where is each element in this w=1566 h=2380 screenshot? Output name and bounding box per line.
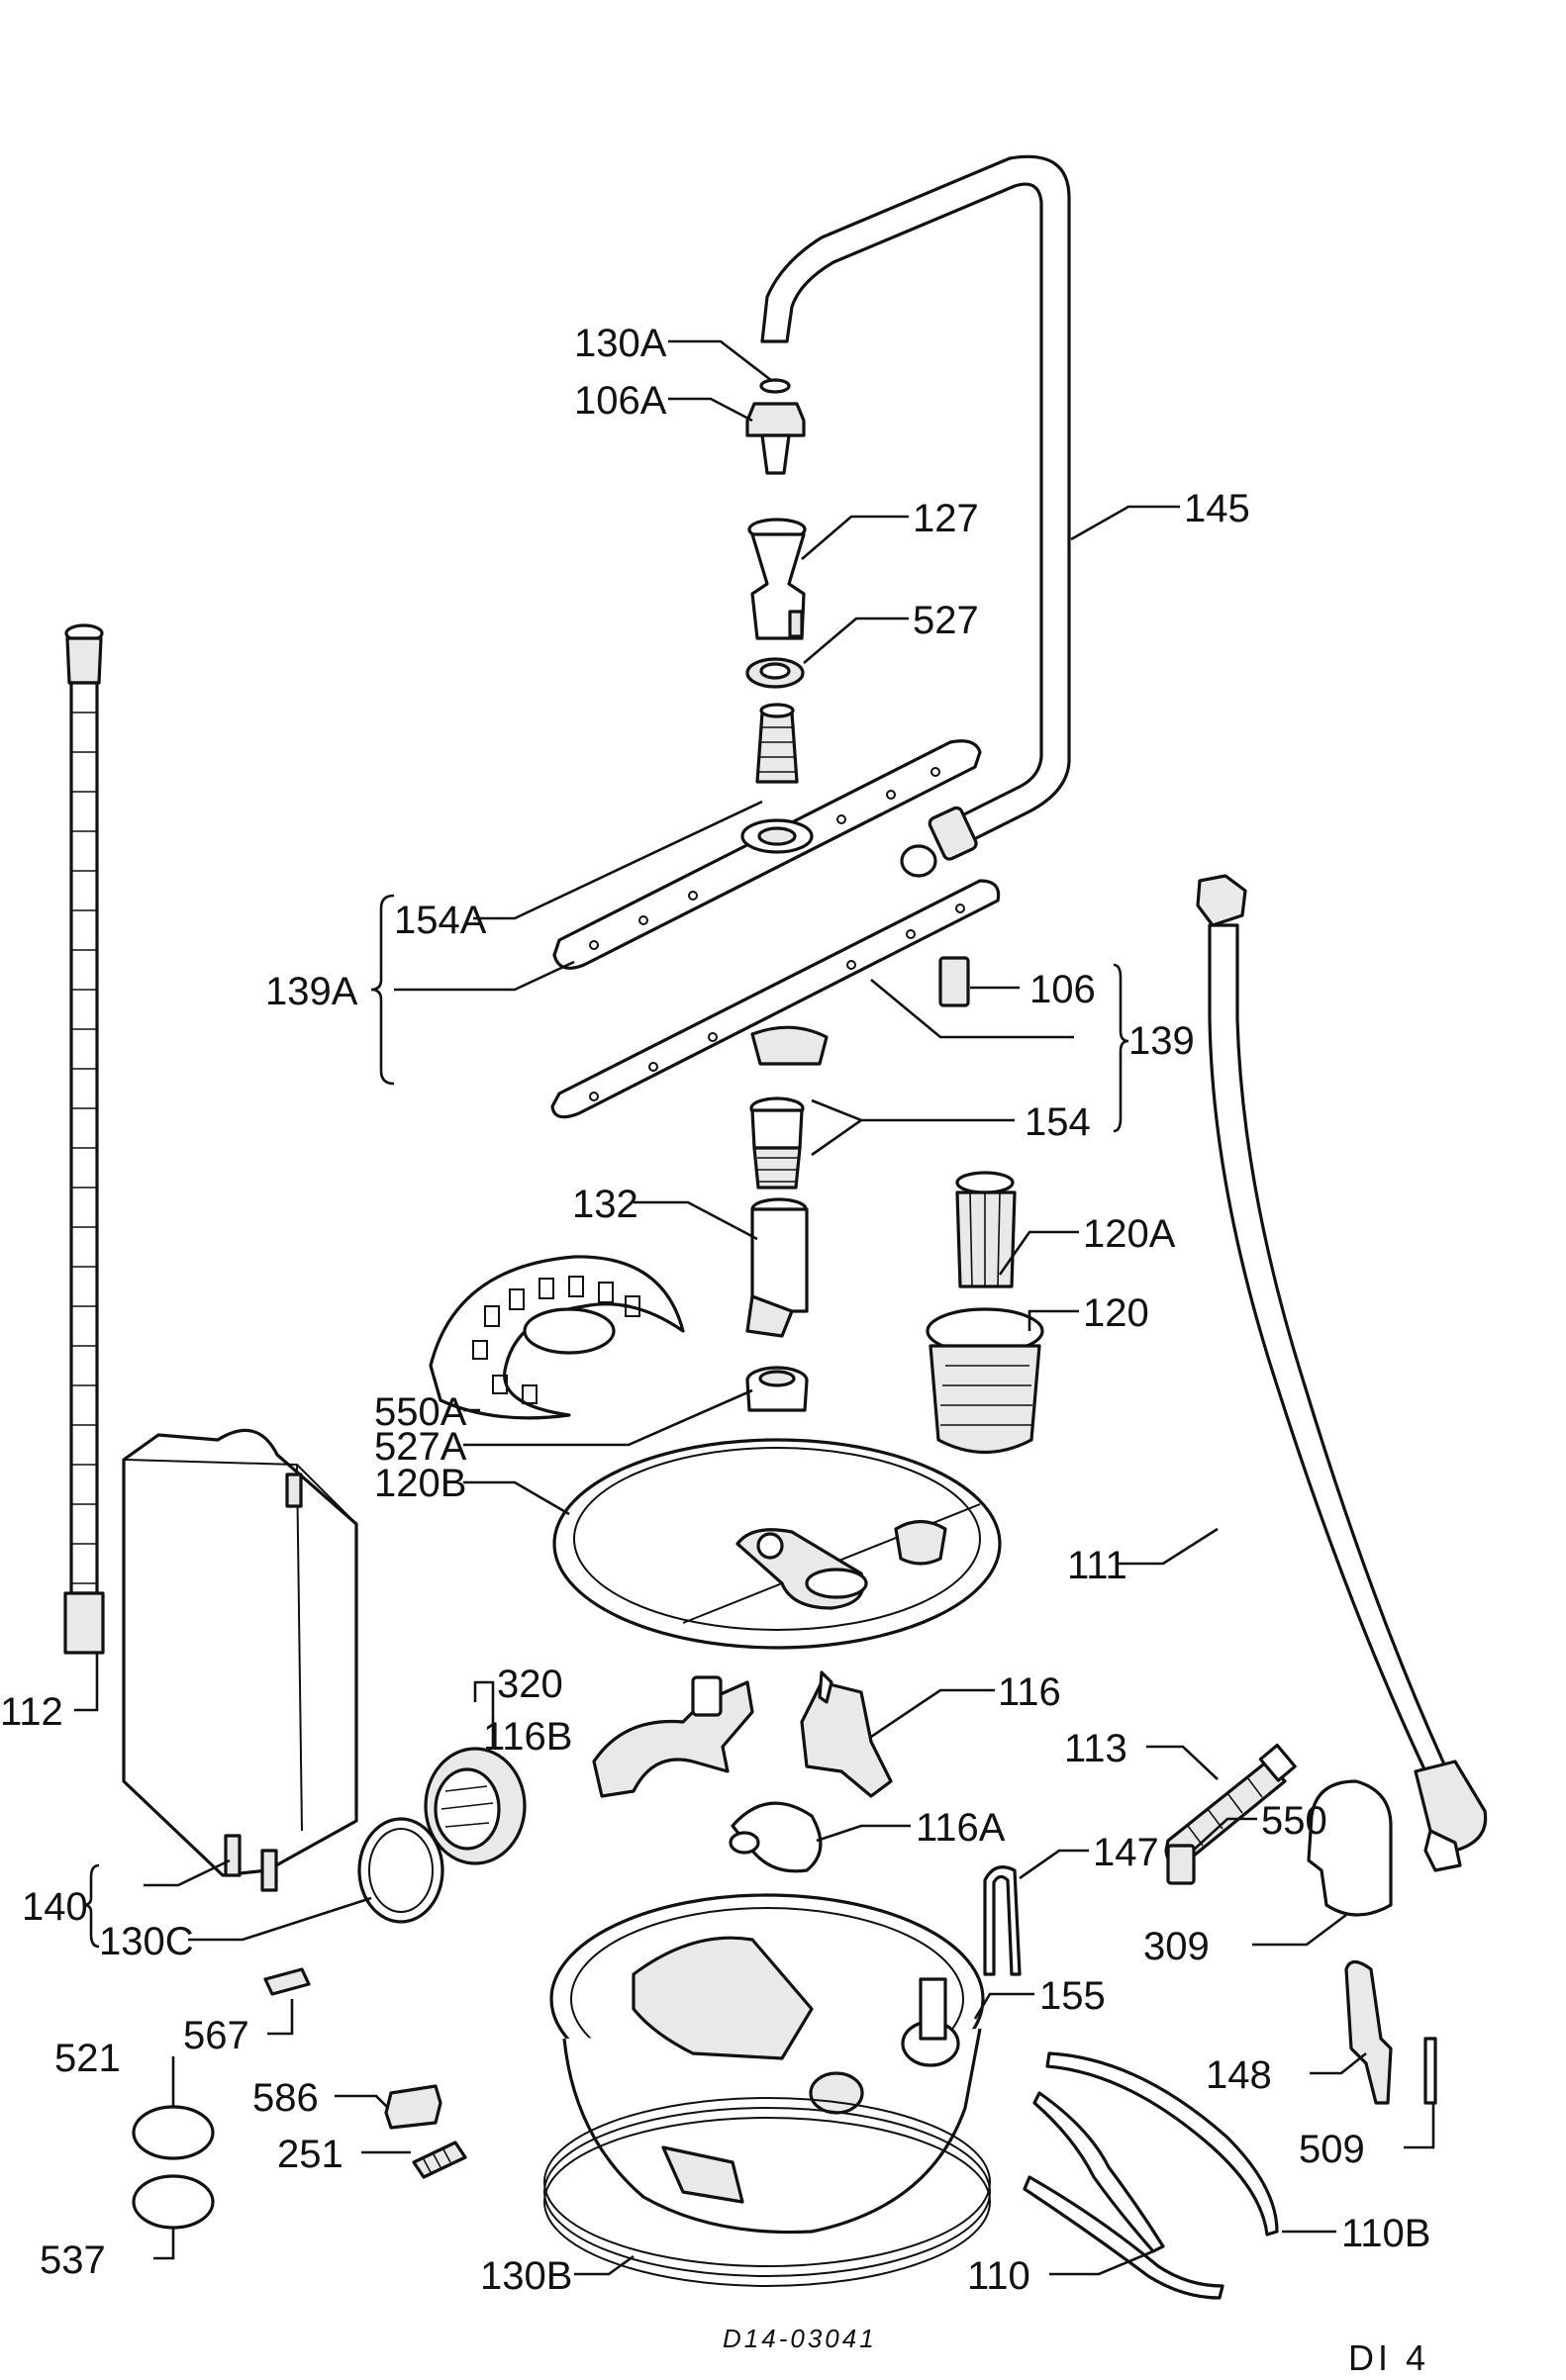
part-140-reservoir (122, 1428, 358, 1892)
part-139-lower-spray-arm (550, 879, 1001, 1119)
callout-116A: 116A (916, 1806, 1006, 1850)
part-154-hub (749, 1096, 805, 1190)
callout-120: 120 (1083, 1291, 1149, 1335)
callout-148: 148 (1206, 2053, 1272, 2097)
part-110-hose (1023, 2091, 1224, 2300)
callout-521: 521 (54, 2037, 121, 2080)
callout-251: 251 (277, 2133, 343, 2176)
part-127-coupling (747, 518, 807, 640)
callout-labels: 130A 106A 127 145 527 154A 139A 106 139 … (0, 322, 1430, 2298)
callout-116: 116 (998, 1670, 1061, 1714)
callout-110B: 110B (1341, 2212, 1430, 2255)
part-521-disc (132, 2105, 215, 2160)
part-116b-housing (592, 1675, 754, 1798)
callout-154A: 154A (394, 899, 487, 942)
part-130b-seal (543, 2097, 991, 2287)
part-116a-cap (729, 1801, 823, 1873)
part-147-clip (983, 1865, 1022, 1976)
leader-lines (74, 339, 1435, 2276)
callout-537: 537 (40, 2238, 106, 2282)
part-120b-filter-tray (552, 1438, 1002, 1650)
part-527a-ring (745, 1366, 809, 1412)
callout-106: 106 (1029, 968, 1096, 1011)
part-120a-fine-filter (955, 1171, 1017, 1288)
part-130c-seal (357, 1817, 444, 1924)
part-537-disc (132, 2174, 215, 2230)
part-132-pipe (745, 1197, 809, 1338)
part-320-cover (424, 1747, 527, 1865)
callout-154: 154 (1025, 1100, 1091, 1144)
callout-127: 127 (913, 497, 979, 540)
drawing-code: D14-03041 (723, 2324, 877, 2353)
part-106-clip (938, 956, 970, 1007)
callout-130B: 130B (480, 2254, 572, 2298)
part-148-bracket (1344, 1959, 1393, 2105)
part-110b-hose (1045, 2051, 1279, 2237)
callout-106A: 106A (574, 379, 667, 423)
callout-120B: 120B (374, 1462, 466, 1505)
callout-550A: 550A (374, 1390, 467, 1434)
callout-110: 110 (967, 2254, 1030, 2298)
part-111-hose (1196, 874, 1488, 1872)
callout-567: 567 (183, 2014, 249, 2057)
part-155-sump (549, 1893, 985, 2235)
part-145-upper-spray-pipe (760, 154, 1071, 878)
callout-111: 111 (1067, 1544, 1127, 1587)
callout-527: 527 (913, 599, 979, 642)
page-code: DI 4 (1348, 2337, 1429, 2375)
callout-120A: 120A (1083, 1212, 1176, 1256)
callout-550: 550 (1261, 1799, 1327, 1843)
part-106a-nut (745, 402, 806, 475)
part-309-cap (1307, 1779, 1393, 1917)
part-509-pin (1423, 2037, 1437, 2105)
part-550-block (1166, 1844, 1196, 1885)
callout-139A: 139A (265, 970, 358, 1013)
callout-527A: 527A (374, 1425, 467, 1469)
part-550a-plate (429, 1255, 685, 1420)
part-139a-upper-spray-arm (552, 739, 982, 970)
part-527-ring (745, 657, 805, 689)
callout-320: 320 (497, 1663, 563, 1706)
callout-116B: 116B (483, 1715, 572, 1759)
callout-130C: 130C (99, 1920, 194, 1963)
brackets (82, 894, 1129, 1949)
part-154a-upper-hub (740, 703, 814, 854)
part-116-flap (800, 1670, 893, 1798)
part-120-filter (926, 1307, 1044, 1454)
callout-140: 140 (22, 1885, 88, 1929)
part-112-supply-tube (63, 623, 105, 1655)
part-586-clip (384, 2084, 442, 2130)
callout-139: 139 (1128, 1019, 1195, 1063)
callout-586: 586 (252, 2076, 319, 2120)
callout-132: 132 (572, 1183, 638, 1226)
callout-145: 145 (1184, 487, 1250, 530)
part-251-filter (412, 2141, 467, 2179)
callout-130A: 130A (574, 322, 667, 365)
callout-112: 112 (0, 1690, 63, 1734)
part-567-clip (263, 1967, 311, 1996)
callout-309: 309 (1143, 1925, 1210, 1968)
callout-147: 147 (1093, 1831, 1159, 1874)
callout-155: 155 (1039, 1974, 1106, 2018)
part-130a-seal (759, 378, 791, 394)
callout-509: 509 (1299, 2128, 1365, 2171)
callout-113: 113 (1064, 1727, 1127, 1770)
